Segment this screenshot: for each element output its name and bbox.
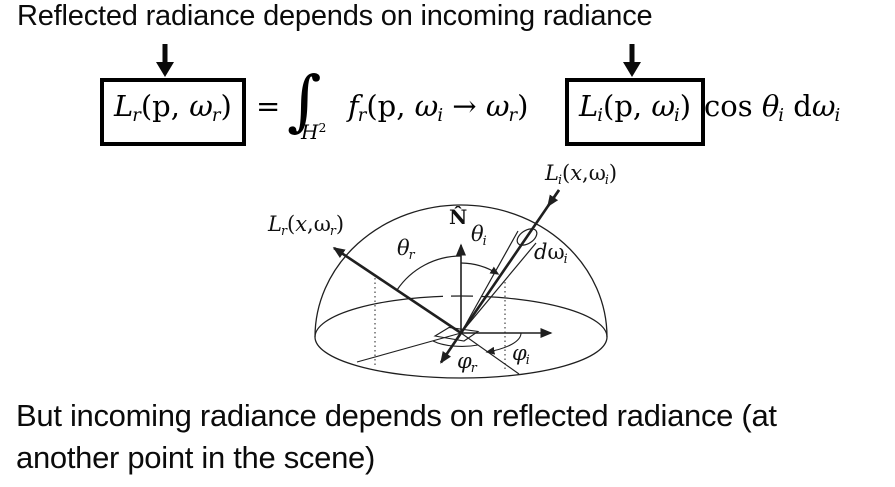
label-theta-r: θr [397, 236, 415, 263]
dome-outline [314, 204, 608, 338]
page-title: Reflected radiance depends on incoming r… [17, 0, 653, 32]
surface-patch [433, 326, 480, 342]
reflected-ray [332, 246, 462, 335]
incident-ray [459, 189, 561, 334]
integral-domain: H2 [301, 120, 327, 144]
integral-sign: ∫ [287, 62, 322, 139]
label-phi-i: φi [512, 341, 530, 368]
label-surface-normal: N̂ [449, 205, 468, 229]
label-reflected-radiance: Lr(x,ωr) [268, 212, 345, 239]
equation-cosine-term: cos θi dωi [704, 89, 841, 127]
phi-i-arc [485, 332, 522, 355]
base-rim [314, 336, 608, 379]
down-arrow-icon [623, 44, 641, 77]
theta-r-arc [396, 255, 462, 291]
equation-brdf-term: fr(p, ωi → ωr) [348, 89, 529, 127]
cone-edge [460, 242, 537, 334]
equation-boxed-incoming-radiance: Li(p, ωi) [565, 78, 706, 147]
hemisphere-figure-drawing [314, 189, 608, 379]
label-theta-i: θi [471, 222, 487, 249]
equation-boxed-reflected-radiance: Lr(p, ωr) [100, 78, 246, 147]
hemisphere-diagram: Lr(x,ωr) Li(x,ωi) N̂ θr θi dωi φr φi [240, 160, 680, 400]
cone-edge [460, 230, 519, 334]
incident-ray-continuation [439, 332, 463, 364]
label-incoming-radiance: Li(x,ωi) [545, 161, 618, 188]
bottom-text-line-2: another point in the scene) [16, 440, 375, 475]
label-solid-angle: dωi [534, 240, 568, 267]
down-arrow-icon [156, 44, 174, 77]
theta-i-arc [460, 262, 500, 275]
bottom-text-line-1: But incoming radiance depends on reflect… [16, 398, 777, 433]
equation-equals-sign: = [256, 89, 281, 123]
cone-cap [516, 228, 538, 246]
label-phi-r: φr [457, 349, 477, 376]
